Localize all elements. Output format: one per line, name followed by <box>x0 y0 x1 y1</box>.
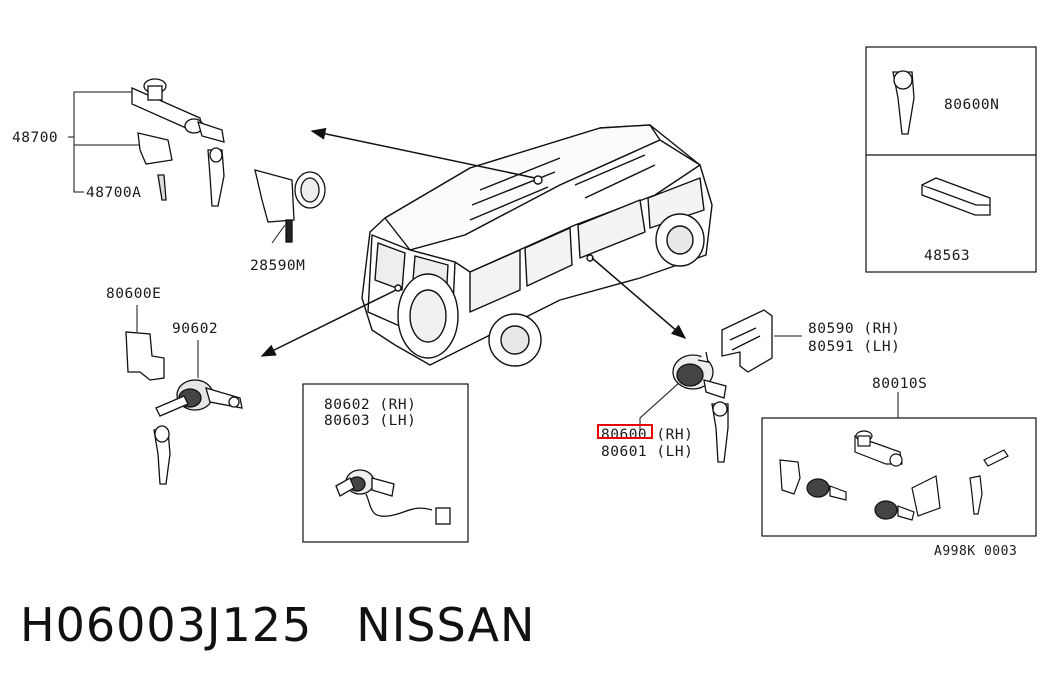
label-28590m: 28590M <box>250 258 306 274</box>
label-48563: 48563 <box>924 248 971 264</box>
highlight-box <box>597 424 653 439</box>
part-28590m-sensor <box>254 169 326 243</box>
label-80601-lh: 80601 (LH) <box>601 444 694 460</box>
label-80600-rh: 80600 (RH) <box>601 427 694 443</box>
part-90602-cylinder <box>125 331 243 485</box>
label-80600n: 80600N <box>944 97 1000 113</box>
part-80600-door-cylinder <box>672 351 729 463</box>
reference-code: A998K 0003 <box>934 544 1018 559</box>
box-80010s <box>761 417 1037 537</box>
part-80590-rods <box>721 309 773 373</box>
vehicle-illustration <box>361 124 713 367</box>
label-48700: 48700 <box>12 130 59 146</box>
page-title: H06003J125 NISSAN <box>20 598 535 652</box>
label-80010s: 80010S <box>872 376 928 392</box>
label-80602-rh: 80602 (RH) <box>324 397 417 413</box>
box-80602 <box>302 383 469 543</box>
brand-name: NISSAN <box>356 598 536 652</box>
label-90602: 90602 <box>172 321 219 337</box>
label-80600e: 80600E <box>106 286 162 302</box>
part-48700-cylinder <box>131 78 225 207</box>
leader-arrows <box>260 127 687 357</box>
label-80603-lh: 80603 (LH) <box>324 413 417 429</box>
label-80591-lh: 80591 (LH) <box>808 339 901 355</box>
part-number: H06003J125 <box>20 598 313 652</box>
label-80590-rh: 80590 (RH) <box>808 321 901 337</box>
label-48700a: 48700A <box>86 185 142 201</box>
box-keys <box>865 46 1037 273</box>
